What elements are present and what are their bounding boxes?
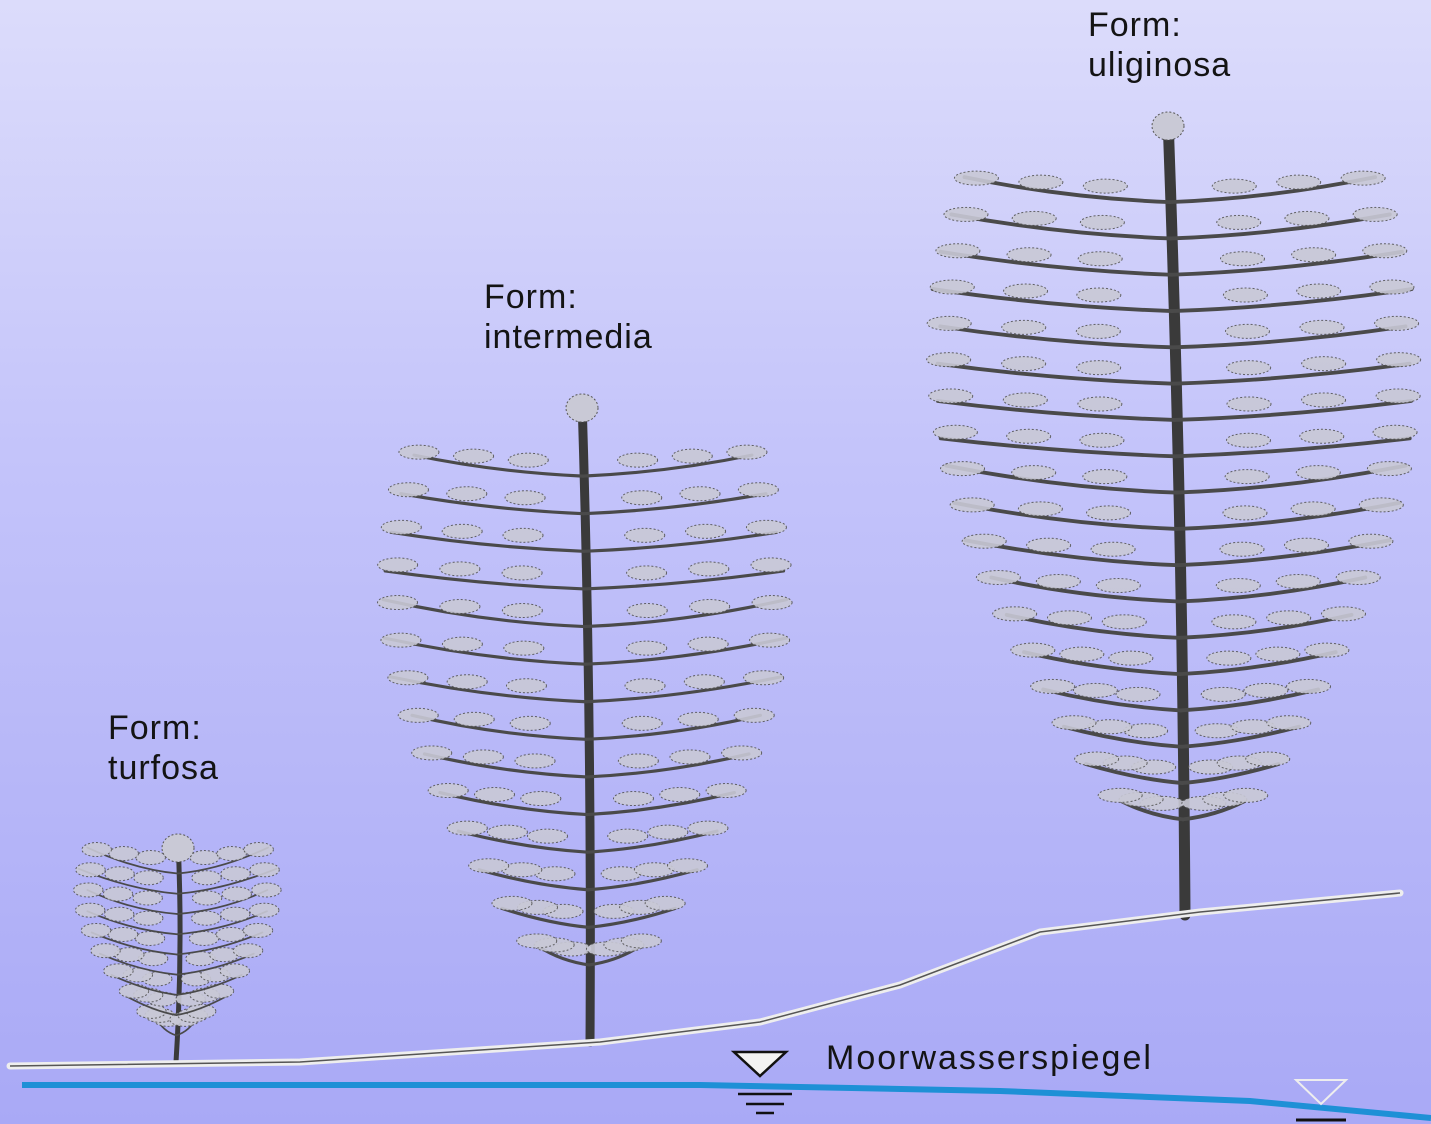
water-table-line [22,1085,1431,1118]
tree-turfosa [74,834,282,1062]
water-level-symbol-right [1296,1080,1346,1120]
tree-uliginosa [927,112,1421,915]
form-prefix: Form: [1088,5,1231,45]
water-level-symbol [734,1052,792,1113]
form-prefix: Form: [484,277,653,317]
form-label-intermedia: Form: intermedia [484,277,653,357]
form-label-uliginosa: Form: uliginosa [1088,5,1231,85]
form-name: intermedia [484,317,653,357]
form-prefix: Form: [108,708,219,748]
water-table-label: Moorwasserspiegel [826,1038,1153,1078]
form-name: turfosa [108,748,219,788]
form-label-turfosa: Form: turfosa [108,708,219,788]
tree-intermedia [378,394,793,1042]
form-name: uliginosa [1088,45,1231,85]
